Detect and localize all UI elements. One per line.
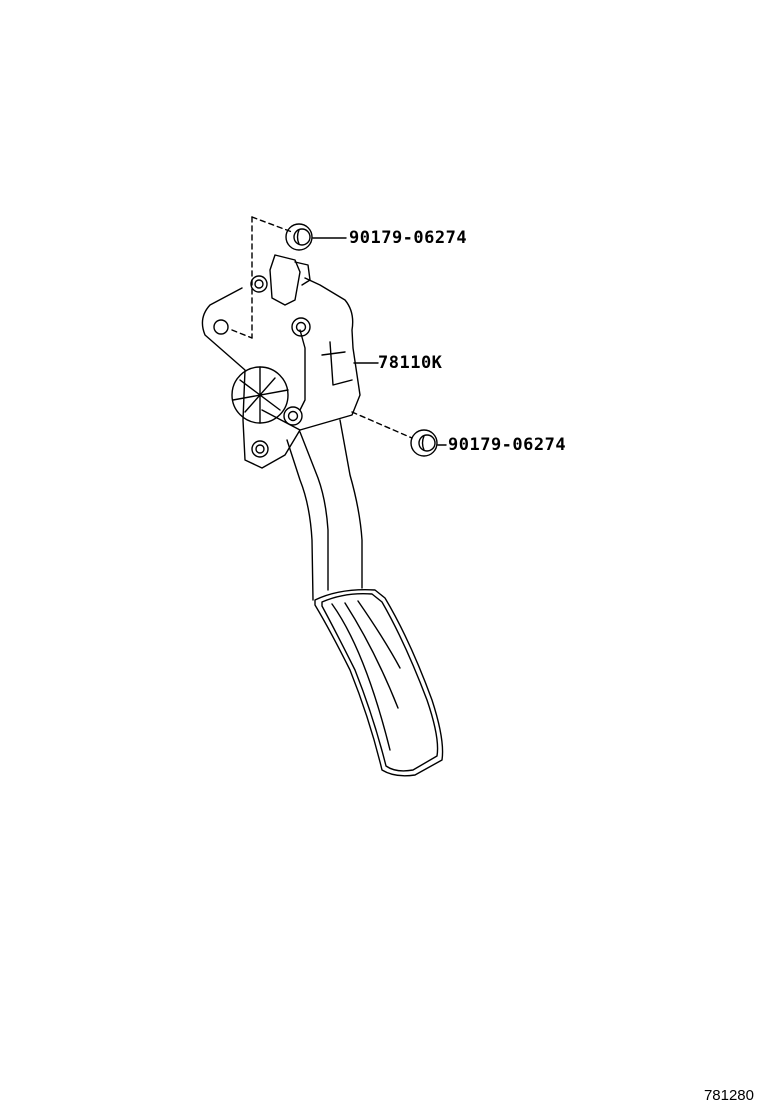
pedal-arm bbox=[286, 419, 363, 601]
bolt-icon bbox=[283, 406, 303, 426]
pedal-housing bbox=[201, 254, 361, 469]
flange-nut-icon bbox=[410, 429, 438, 457]
flange-nut-icon bbox=[285, 223, 313, 251]
callout-pedal-assembly[interactable]: 78110K bbox=[378, 353, 443, 373]
bolt-icon bbox=[250, 275, 268, 293]
pedal-pad bbox=[314, 589, 444, 777]
callout-nut-upper[interactable]: 90179-06274 bbox=[349, 228, 468, 248]
callout-leaders bbox=[312, 237, 447, 446]
bolt-icon bbox=[251, 440, 269, 458]
bolt-icon bbox=[291, 317, 311, 337]
dashed-leaders bbox=[231, 216, 413, 439]
callout-nut-lower[interactable]: 90179-06274 bbox=[448, 435, 567, 455]
figure-id: 781280 bbox=[703, 1087, 754, 1104]
